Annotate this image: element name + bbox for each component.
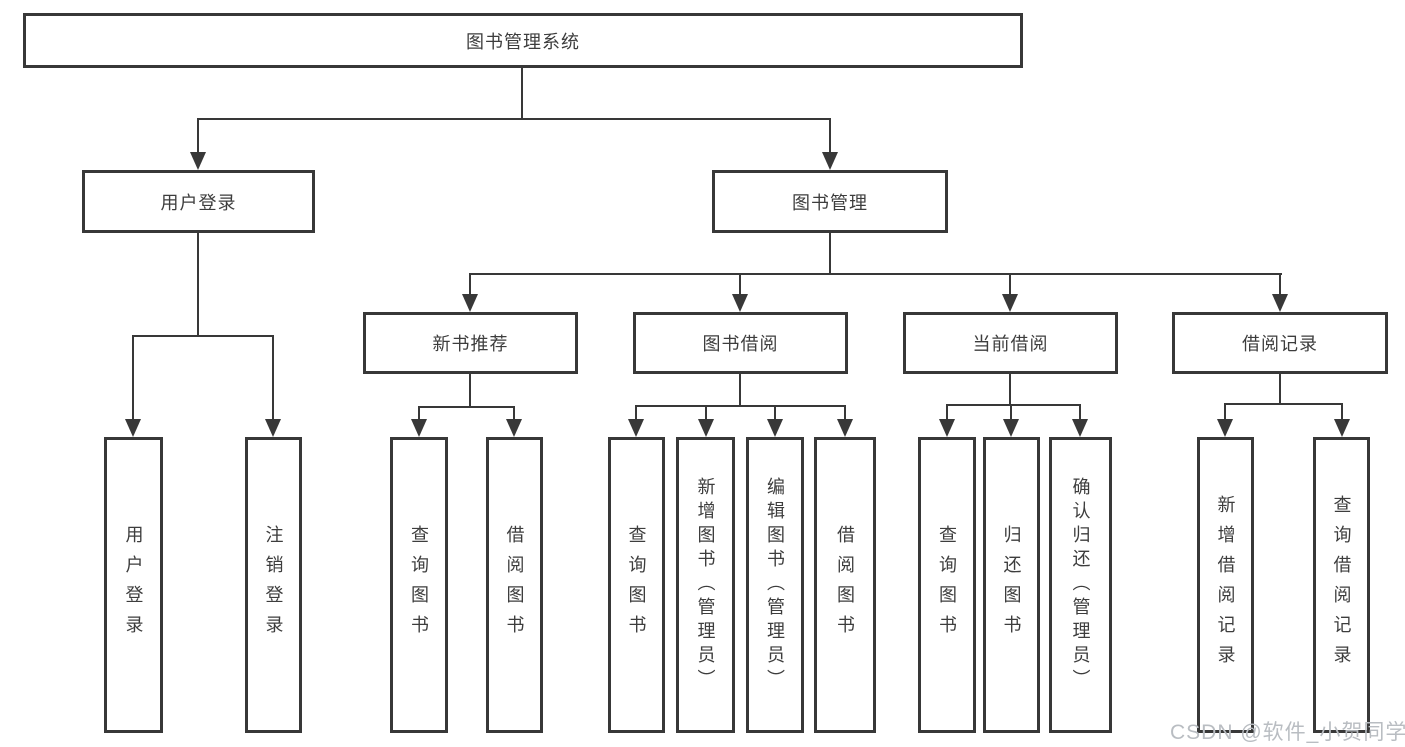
node-leaf-borrow-book-2-label: 借阅图书	[835, 525, 855, 645]
node-leaf-query-book-2: 查询图书	[608, 437, 665, 733]
node-borrow-records: 借阅记录	[1172, 312, 1388, 374]
connector-arrowhead	[939, 419, 955, 437]
connector-root-branch	[197, 118, 831, 120]
connector-arrowhead	[1002, 294, 1018, 312]
node-borrow-records-label: 借阅记录	[1242, 334, 1318, 354]
connector-arrowhead	[1272, 294, 1288, 312]
node-leaf-logout-label: 注销登录	[263, 525, 284, 645]
connector-to-current-borrow	[1009, 273, 1011, 296]
connector-arrowhead	[125, 419, 141, 437]
connector-current-borrow-branch	[946, 404, 1081, 406]
connector-current-borrow-stem	[1009, 374, 1011, 404]
node-new-book-recommend-label: 新书推荐	[432, 334, 509, 354]
connector-user-login-stem	[197, 233, 199, 335]
connector-borrow-records-stem	[1279, 374, 1281, 403]
connector-arrowhead	[767, 419, 783, 437]
node-library-system-label: 图书管理系统	[466, 31, 580, 52]
node-leaf-add-borrow-record-label: 新增借阅记录	[1215, 495, 1236, 675]
node-leaf-borrow-book-1: 借阅图书	[486, 437, 543, 733]
connector-leaf-stem	[774, 405, 776, 421]
csdn-watermark: CSDN @软件_小贺同学	[1170, 721, 1405, 744]
node-book-management: 图书管理	[712, 170, 948, 233]
connector-to-user-login	[197, 118, 199, 158]
node-leaf-user-login-label: 用户登录	[123, 525, 144, 645]
connector-borrow-records-branch	[1224, 403, 1343, 405]
connector-arrowhead	[1217, 419, 1233, 437]
connector-new-book-rec-stem	[469, 374, 471, 406]
connector-to-borrow-records	[1279, 273, 1281, 296]
connector-arrowhead	[190, 152, 206, 170]
node-user-login-label: 用户登录	[160, 192, 237, 213]
connector-user-login-branch	[132, 335, 274, 337]
connector-arrowhead	[411, 419, 427, 437]
node-leaf-return-book-label: 归还图书	[1001, 525, 1022, 645]
connector-leaf-stem	[1010, 404, 1012, 421]
connector-arrowhead	[628, 419, 644, 437]
node-leaf-query-book-3: 查询图书	[918, 437, 976, 733]
node-book-management-label: 图书管理	[792, 192, 868, 213]
node-leaf-query-borrow-record: 查询借阅记录	[1313, 437, 1370, 733]
node-leaf-query-book-1: 查询图书	[390, 437, 448, 733]
node-user-login: 用户登录	[82, 170, 315, 233]
connector-leaf-stem	[1079, 404, 1081, 421]
connector-leaf-stem	[418, 406, 420, 421]
connector-book-borrow-branch	[635, 405, 846, 407]
connector-leaf-stem	[1224, 403, 1226, 421]
node-leaf-borrow-book-2: 借阅图书	[814, 437, 876, 733]
connector-arrowhead	[822, 152, 838, 170]
connector-to-book-mgmt	[829, 118, 831, 158]
connector-book-borrow-stem	[739, 374, 741, 405]
connector-to-leaf-logout	[272, 335, 274, 421]
node-book-borrowing-label: 图书借阅	[702, 334, 779, 354]
connector-book-mgmt-stem	[829, 233, 831, 273]
node-leaf-edit-book-label: 编辑图书（管理员）	[765, 477, 785, 693]
connector-arrowhead	[1334, 419, 1350, 437]
connector-leaf-stem	[705, 405, 707, 421]
connector-root-stem	[521, 68, 523, 118]
node-leaf-query-book-2-label: 查询图书	[626, 525, 647, 645]
connector-leaf-stem	[635, 405, 637, 421]
connector-arrowhead	[732, 294, 748, 312]
connector-book-mgmt-branch	[469, 273, 1282, 275]
node-leaf-return-book: 归还图书	[983, 437, 1040, 733]
node-book-borrowing: 图书借阅	[633, 312, 848, 374]
node-leaf-query-book-3-label: 查询图书	[937, 525, 957, 645]
node-leaf-user-login: 用户登录	[104, 437, 163, 733]
connector-to-new-book-rec	[469, 273, 471, 296]
connector-to-book-borrow	[739, 273, 741, 296]
node-leaf-logout: 注销登录	[245, 437, 302, 733]
connector-arrowhead	[506, 419, 522, 437]
connector-arrowhead	[1003, 419, 1019, 437]
node-new-book-recommend: 新书推荐	[363, 312, 578, 374]
node-library-system: 图书管理系统	[23, 13, 1023, 68]
connector-arrowhead	[837, 419, 853, 437]
node-leaf-query-book-1-label: 查询图书	[409, 525, 429, 645]
node-leaf-confirm-return: 确认归还（管理员）	[1049, 437, 1112, 733]
connector-arrowhead	[462, 294, 478, 312]
connector-arrowhead	[265, 419, 281, 437]
connector-to-leaf-user-login	[132, 335, 134, 421]
node-leaf-query-borrow-record-label: 查询借阅记录	[1331, 495, 1352, 675]
node-leaf-confirm-return-label: 确认归还（管理员）	[1070, 477, 1091, 693]
node-current-borrowing-label: 当前借阅	[972, 334, 1049, 354]
connector-new-book-rec-branch	[418, 406, 515, 408]
connector-leaf-stem	[844, 405, 846, 421]
node-leaf-edit-book: 编辑图书（管理员）	[746, 437, 804, 733]
connector-leaf-stem	[513, 406, 515, 421]
connector-leaf-stem	[1341, 403, 1343, 421]
node-current-borrowing: 当前借阅	[903, 312, 1118, 374]
node-leaf-borrow-book-1-label: 借阅图书	[504, 525, 525, 645]
connector-leaf-stem	[946, 404, 948, 421]
node-leaf-add-book: 新增图书（管理员）	[676, 437, 735, 733]
node-leaf-add-borrow-record: 新增借阅记录	[1197, 437, 1254, 733]
connector-arrowhead	[698, 419, 714, 437]
node-leaf-add-book-label: 新增图书（管理员）	[695, 477, 716, 693]
connector-arrowhead	[1072, 419, 1088, 437]
